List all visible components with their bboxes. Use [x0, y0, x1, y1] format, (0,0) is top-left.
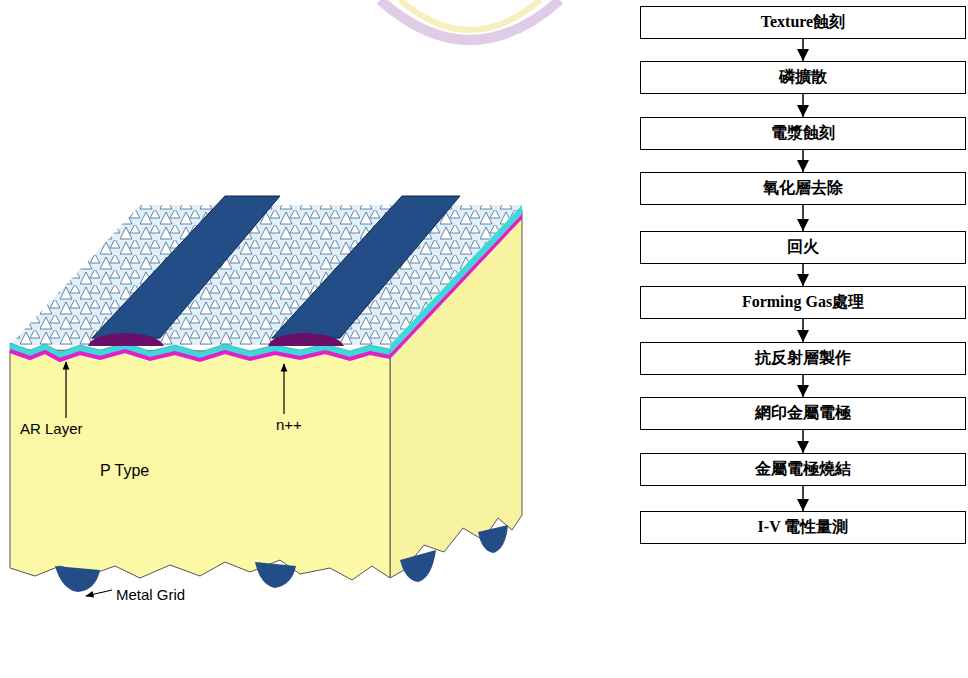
process-box: 電漿蝕刻 — [640, 117, 966, 150]
back-contact — [478, 525, 508, 553]
process-box: Forming Gas處理 — [640, 286, 966, 319]
step-text: 抗反射層製作 — [755, 348, 851, 369]
leader-line — [283, 364, 284, 414]
step-text: 電漿蝕刻 — [771, 123, 835, 144]
logo-arc — [400, 0, 540, 30]
back-contact — [400, 550, 436, 582]
back-contact — [55, 566, 100, 592]
cell-front-face — [10, 350, 390, 580]
flow-arrow — [802, 150, 804, 172]
flow-arrow — [802, 319, 804, 342]
process-box: 氧化層去除 — [640, 172, 966, 205]
watermark-logo — [380, 0, 560, 40]
process-box: I-V 電性量測 — [640, 511, 966, 544]
leader-line — [65, 362, 66, 418]
n-plus-layer — [10, 351, 390, 360]
flow-arrow — [802, 205, 804, 231]
part-label: n++ — [276, 416, 302, 433]
step-text: Texture蝕刻 — [761, 12, 845, 33]
process-box: 網印金屬電極 — [640, 397, 966, 430]
part-label: P Type — [100, 462, 149, 480]
flow-arrow — [802, 430, 804, 453]
finger-section — [88, 333, 164, 346]
flow-arrow — [802, 39, 804, 61]
part-label: AR Layer — [20, 420, 83, 437]
step-text: 磷擴散 — [779, 67, 827, 88]
pyramid-texture — [0, 195, 540, 355]
flow-arrow — [802, 375, 804, 397]
back-contact — [255, 562, 296, 588]
process-box: Texture蝕刻 — [640, 6, 966, 39]
finger-electrode — [272, 196, 460, 338]
finger-electrode — [92, 196, 280, 338]
step-text: 回火 — [787, 237, 819, 258]
step-text: 金屬電極燒結 — [755, 459, 851, 480]
flow-arrow — [802, 486, 804, 511]
metal-grid — [55, 525, 508, 592]
process-box: 磷擴散 — [640, 61, 966, 94]
process-box: 抗反射層製作 — [640, 342, 966, 375]
leader-line — [86, 590, 112, 596]
process-box: 回火 — [640, 231, 966, 264]
step-text: I-V 電性量測 — [758, 517, 849, 538]
front-fingers — [88, 196, 460, 346]
step-text: Forming Gas處理 — [742, 292, 864, 313]
process-box: 金屬電極燒結 — [640, 453, 966, 486]
logo-arc — [380, 0, 560, 40]
flow-arrow — [802, 264, 804, 286]
part-label: Metal Grid — [116, 586, 185, 603]
step-text: 氧化層去除 — [763, 178, 843, 199]
flow-arrow — [802, 94, 804, 117]
finger-section — [268, 333, 344, 346]
step-text: 網印金屬電極 — [755, 403, 851, 424]
textured-surface — [0, 195, 540, 355]
